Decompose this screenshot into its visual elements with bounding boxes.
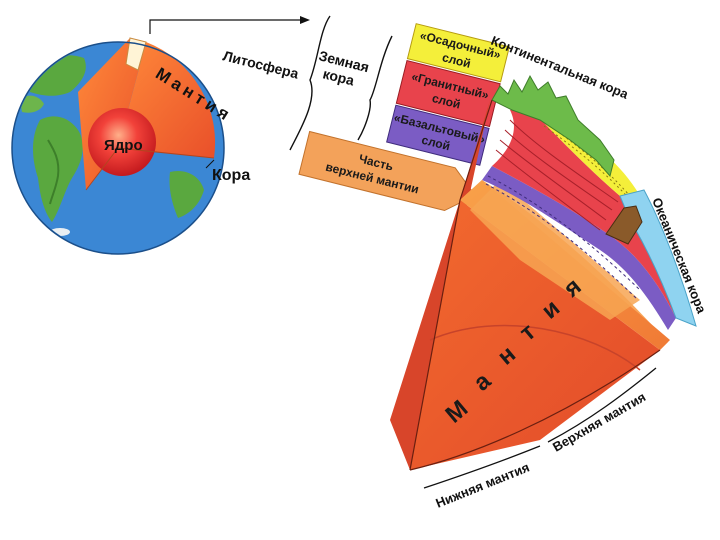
volcano-icon — [605, 205, 643, 245]
earth-crust-label-line2: кора — [321, 65, 356, 88]
granite-layer-line2: слой — [431, 91, 462, 112]
lower-mantle-face — [410, 200, 660, 470]
lithosphere-label: Литосфера — [221, 47, 300, 81]
basalt-layer-line2: слой — [420, 133, 451, 154]
continent-surface — [491, 74, 615, 178]
earth-crust-brace — [357, 35, 393, 141]
section-basalt-layer — [482, 166, 676, 330]
section-granite-layer — [492, 108, 676, 318]
section-side-face — [390, 100, 490, 470]
lithosphere-brace — [289, 15, 331, 151]
earth-section-wedge — [390, 74, 697, 471]
sediment-layer-block — [406, 23, 510, 83]
pointer-line — [149, 19, 300, 34]
basalt-layer-block — [386, 104, 490, 166]
upper-mantle-face — [470, 180, 640, 320]
crust-label: Кора — [212, 167, 250, 184]
globe: Ядро Мантия Кора — [11, 37, 250, 255]
globe-core — [88, 108, 156, 176]
sediment-layer-line2: слой — [441, 50, 472, 71]
upper-mantle-brace — [547, 367, 657, 443]
core-label: Ядро — [104, 137, 143, 154]
lower-mantle-brace — [423, 445, 541, 489]
granite-layer-block — [395, 59, 501, 128]
pointer-arrowhead — [300, 16, 310, 24]
